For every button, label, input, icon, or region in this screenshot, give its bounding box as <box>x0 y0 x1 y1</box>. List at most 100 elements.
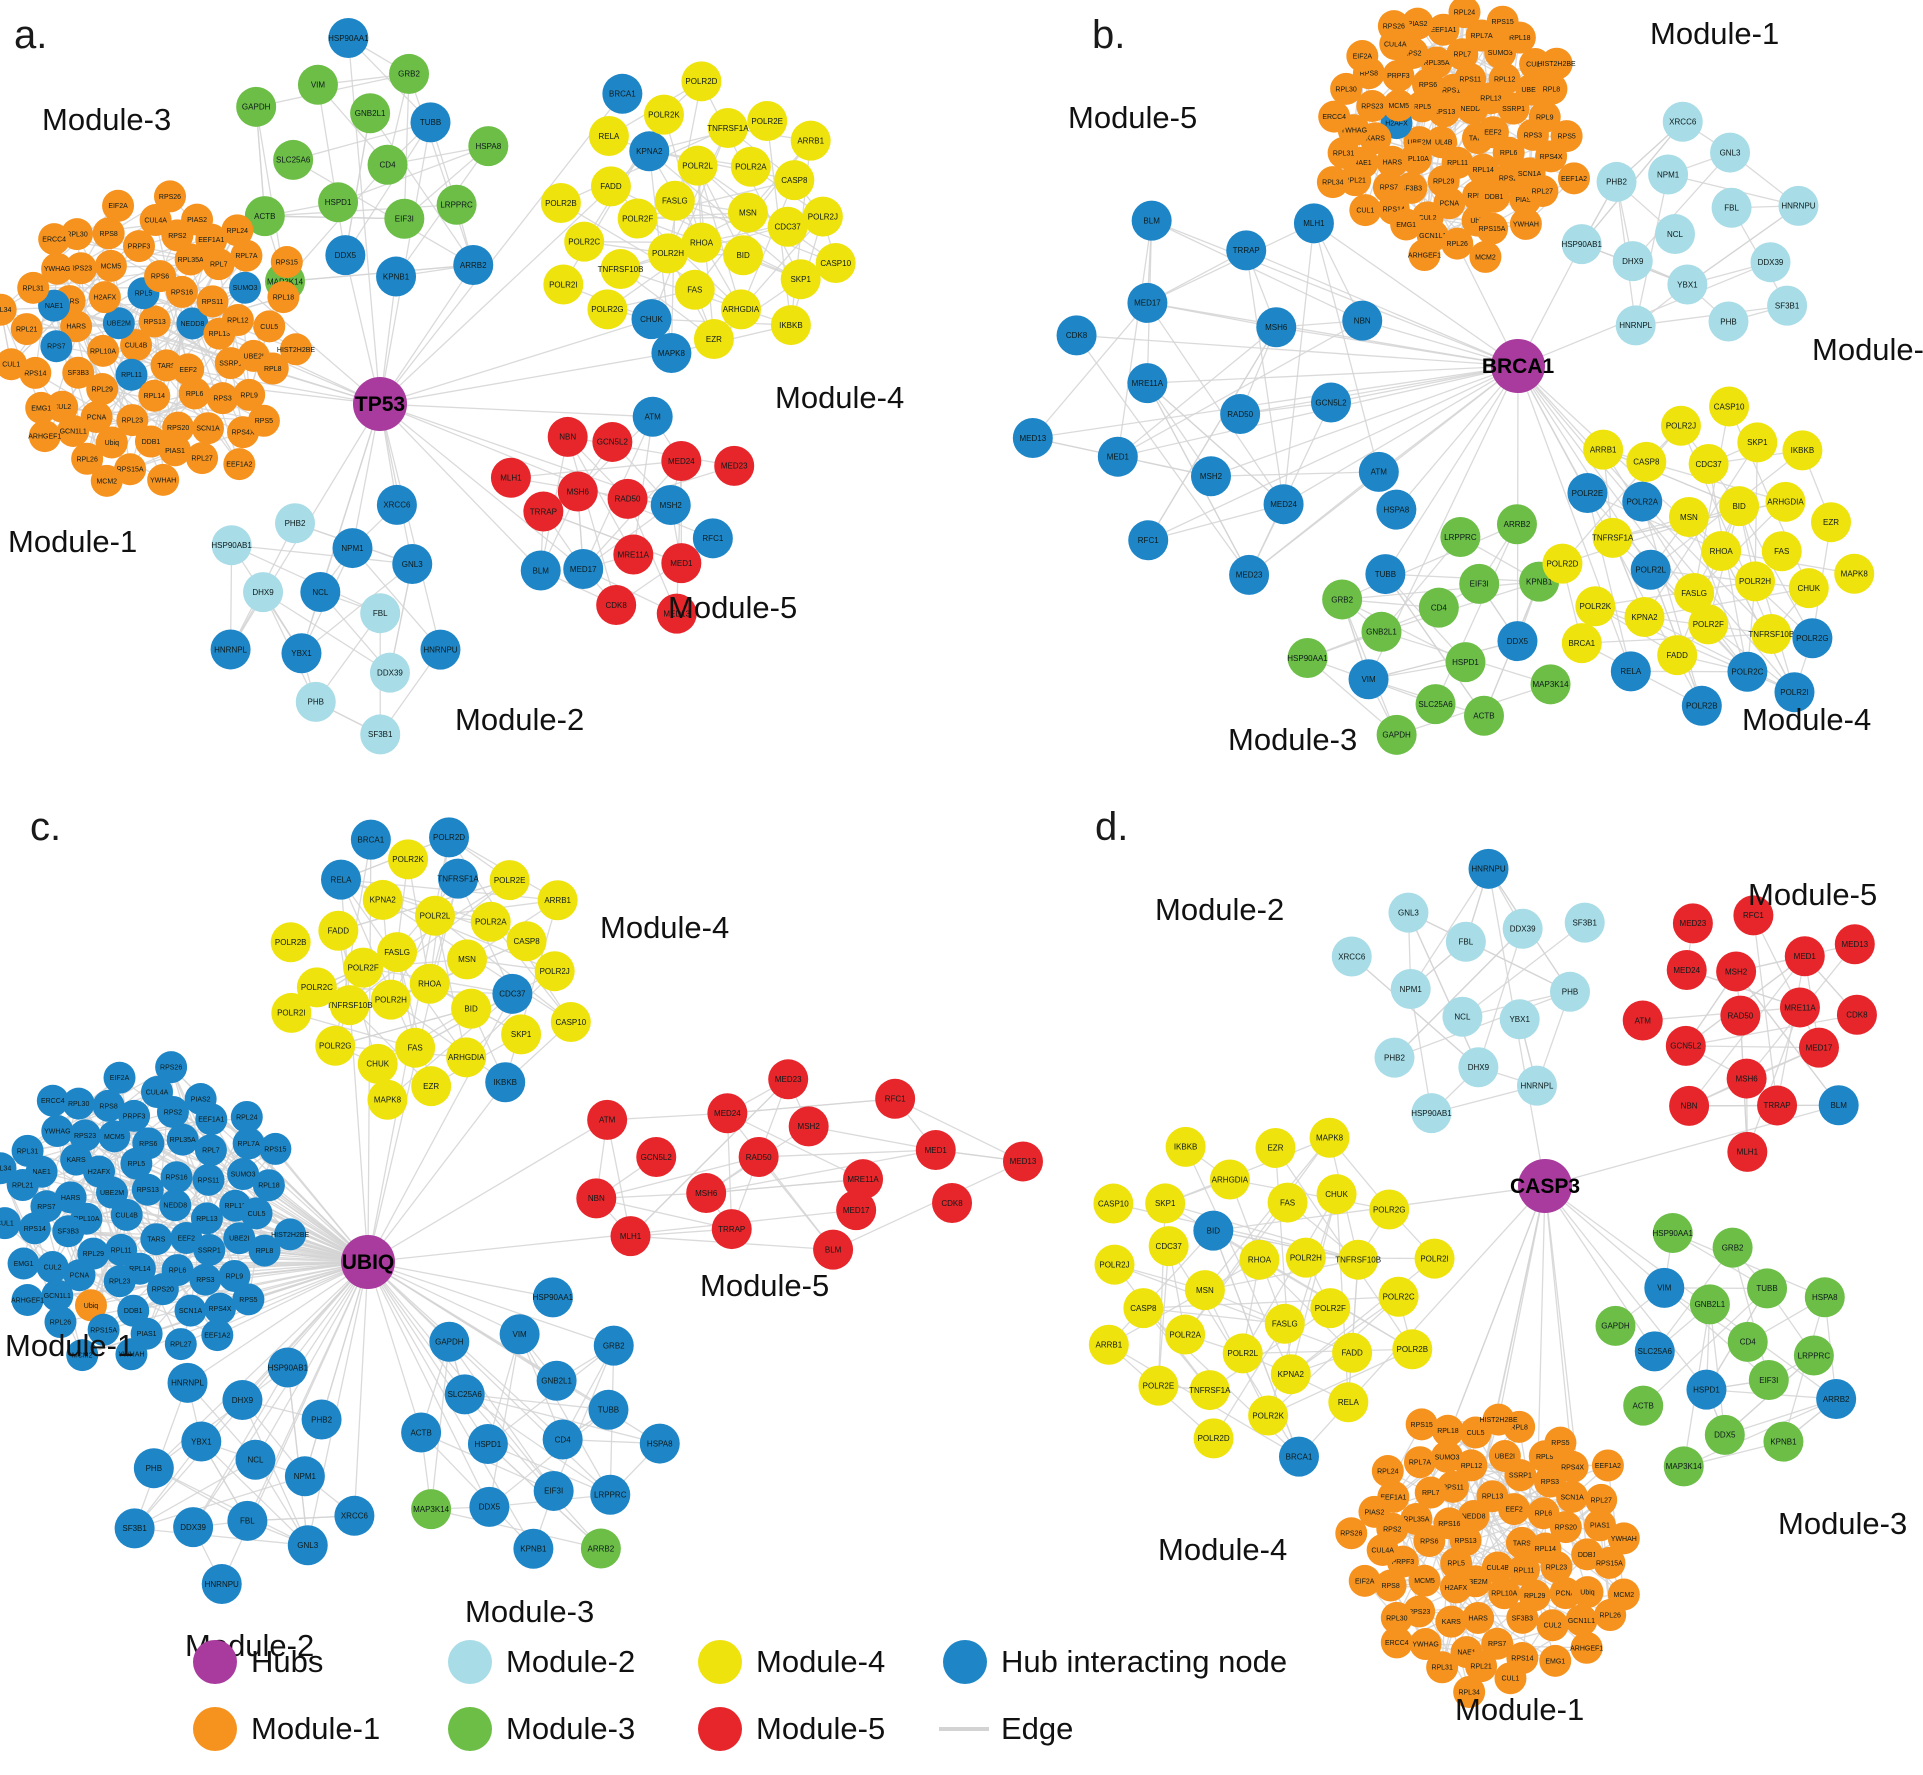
node-ARHGEF1 <box>28 420 61 453</box>
node-IKBKB <box>770 305 811 346</box>
node-label: POLR2L <box>1227 1349 1258 1358</box>
node-label: RPL24 <box>1454 10 1476 17</box>
panel-letter-d: d. <box>1095 805 1128 849</box>
node-label: BRCA1 <box>1568 639 1595 648</box>
node-label: RPS26 <box>1383 24 1405 31</box>
node-RPS26 <box>1377 10 1410 43</box>
node-label: CUL4A <box>144 217 167 224</box>
node-SUMO3 <box>229 271 262 304</box>
node-RPS4X <box>1556 1450 1589 1483</box>
node-label: CD4 <box>1431 603 1448 612</box>
node-label: RPL24 <box>227 228 249 235</box>
node-label: POLR2J <box>1666 422 1696 431</box>
node-RPS3 <box>206 382 239 415</box>
node-SF3B3 <box>62 356 95 389</box>
node-PRPF3 <box>118 1099 151 1132</box>
node-PCNA <box>63 1259 96 1292</box>
module-label-b-Module-2: Module-2 <box>1812 332 1923 367</box>
node-label: RPL27 <box>191 456 213 463</box>
node-HIST2H2BE <box>279 333 312 366</box>
node-label: HNRNPL <box>214 645 247 654</box>
node-label: ATM <box>1371 468 1388 477</box>
node-CUL4A <box>139 204 172 237</box>
node-label: PIAS2 <box>187 217 207 224</box>
node-label: RPS8 <box>100 231 118 238</box>
node-MED24 <box>1666 950 1707 991</box>
node-CDC37 <box>767 206 808 247</box>
node-label: POLR2K <box>392 855 424 864</box>
node-NAE1 <box>38 289 71 322</box>
node-label: RPL35A <box>1403 1516 1429 1523</box>
node-label: RPL34 <box>1322 180 1344 187</box>
node-label: MRE11A <box>1132 379 1164 388</box>
node-FBL <box>227 1500 268 1541</box>
node-label: EEF1A1 <box>198 1117 224 1124</box>
node-RPL13 <box>1476 1480 1509 1513</box>
node-FAS <box>674 269 715 310</box>
node-MED17 <box>1127 282 1168 323</box>
node-label: RPL29 <box>1433 179 1455 186</box>
node-label: RPL5 <box>128 1161 146 1168</box>
node-DDX5 <box>1497 621 1538 662</box>
node-CUL2 <box>36 1251 69 1284</box>
node-ERCC4 <box>38 223 71 256</box>
node-label: EIF3I <box>544 1487 563 1496</box>
node-label: HNRNPU <box>1781 202 1815 211</box>
node-label: RPS6 <box>1419 82 1437 89</box>
node-CDC37 <box>1148 1226 1189 1267</box>
node-EIF2A <box>1348 1564 1381 1597</box>
node-HSPA8 <box>1804 1277 1845 1318</box>
node-label: RPL29 <box>1524 1593 1546 1600</box>
node-LRPPRC <box>590 1474 631 1515</box>
node-label: CD4 <box>1740 1338 1757 1347</box>
node-label: TNFRSF1A <box>437 874 479 883</box>
node-DDB1 <box>134 425 167 458</box>
node-label: RPL5 <box>1447 1561 1465 1568</box>
node-MED17 <box>836 1190 877 1231</box>
node-SUMO3 <box>1431 1440 1464 1473</box>
node-NCL <box>300 571 341 612</box>
node-label: FASLG <box>662 197 688 206</box>
node-label: MSH2 <box>660 501 683 510</box>
node-ATM <box>1358 451 1399 492</box>
node-label: Ubiq <box>84 1303 99 1310</box>
node-label: GAPDH <box>1601 1322 1630 1331</box>
node-label: DHX9 <box>1468 1063 1490 1072</box>
node-DHX9 <box>222 1380 263 1421</box>
node-label: GCN5L2 <box>1670 1042 1702 1051</box>
node-EEF1A1 <box>1427 13 1460 46</box>
node-label: CD4 <box>380 161 397 170</box>
node-label: EEF2 <box>177 1235 195 1242</box>
node-CASP8 <box>1123 1288 1164 1329</box>
node-label: RPL26 <box>1447 241 1469 248</box>
node-RPL26 <box>44 1306 77 1339</box>
node-CDK8 <box>932 1182 973 1223</box>
node-label: DDB1 <box>124 1308 143 1315</box>
node-label: RPS15A <box>1596 1560 1623 1567</box>
node-RPS5 <box>232 1283 265 1316</box>
node-label: MAP3K14 <box>1666 1462 1703 1471</box>
node-MSH6 <box>1726 1058 1767 1099</box>
node-FADD <box>590 166 631 207</box>
module-label-b-Module-1: Module-1 <box>1650 16 1779 51</box>
node-label: POLR2A <box>1169 1330 1201 1339</box>
node-label: NBN <box>559 433 576 442</box>
node-MSH6 <box>557 471 598 512</box>
node-RPS7 <box>40 330 73 363</box>
node-label: EIF2A <box>1355 1578 1375 1585</box>
node-POLR2K <box>1248 1395 1289 1436</box>
nodes: c.RHOAFASLGMSNPOLR2HPOLR2LBIDPOLR2FPOLR2… <box>0 805 1043 1663</box>
node-label: DDX5 <box>479 1503 501 1512</box>
node-label: VIM <box>1361 675 1376 684</box>
node-KPNB1 <box>513 1528 554 1569</box>
node-POLR2I <box>543 264 584 305</box>
node-KPNA2 <box>1624 596 1665 637</box>
node-label: YBX1 <box>191 1437 212 1446</box>
node-POLR2J <box>802 196 843 237</box>
node-NPM1 <box>284 1456 325 1497</box>
node-POLR2L <box>415 895 456 936</box>
node-label: RHOA <box>690 238 714 247</box>
node-ARRB2 <box>453 245 494 286</box>
node-HSPD1 <box>467 1423 508 1464</box>
node-TRRAP <box>1226 230 1267 271</box>
